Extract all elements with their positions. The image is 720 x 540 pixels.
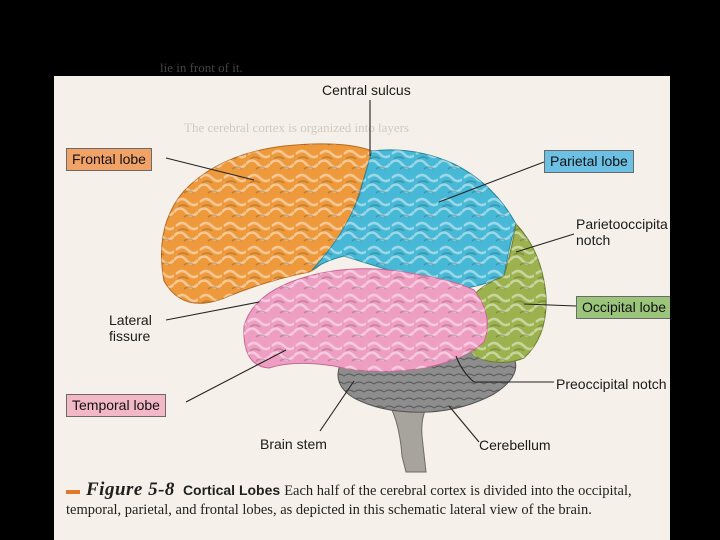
preoccipital-notch-label: Preoccipital notch — [556, 376, 667, 392]
leader-occipital-lobe — [523, 303, 577, 307]
top-black-band: lie in front of it. — [0, 0, 720, 76]
leader-preoccipital-notch — [455, 355, 554, 383]
right-black-band — [670, 76, 720, 540]
cerebellum-label: Cerebellum — [479, 437, 551, 453]
figure-number: Figure 5-8 — [86, 479, 175, 500]
leader-cerebellum — [448, 405, 480, 443]
leader-parietal-lobe — [438, 161, 545, 203]
leader-lateral-fissure — [165, 301, 260, 321]
caption-text: Each half of the cerebral cortex is divi… — [66, 483, 632, 518]
parietal-lobe-label: Parietal lobe — [544, 150, 634, 173]
frontal-lobe-label: Frontal lobe — [66, 148, 152, 171]
leader-parietooccipital-notch — [515, 233, 575, 253]
temporal-lobe-label: Temporal lobe — [66, 394, 166, 417]
leader-temporal-lobe — [185, 349, 287, 403]
leader-frontal-lobe — [165, 157, 255, 181]
lateral-fissure-label: Lateral fissure — [109, 312, 152, 344]
leader-brain-stem — [319, 380, 355, 432]
textbook-page: The cerebral cortex is organized into la… — [54, 76, 678, 540]
caption-accent-dash — [66, 489, 80, 494]
parietooccipital-notch-label: Parietooccipita notch — [576, 216, 668, 248]
figure-title: Cortical Lobes — [182, 482, 281, 498]
central-sulcus-label: Central sulcus — [322, 82, 411, 98]
cropped-text-fragment: lie in front of it. — [160, 60, 243, 75]
brain-diagram — [161, 100, 577, 473]
occipital-lobe-label: Occipital lobe — [576, 296, 673, 319]
brain-stem-label: Brain stem — [260, 436, 327, 452]
